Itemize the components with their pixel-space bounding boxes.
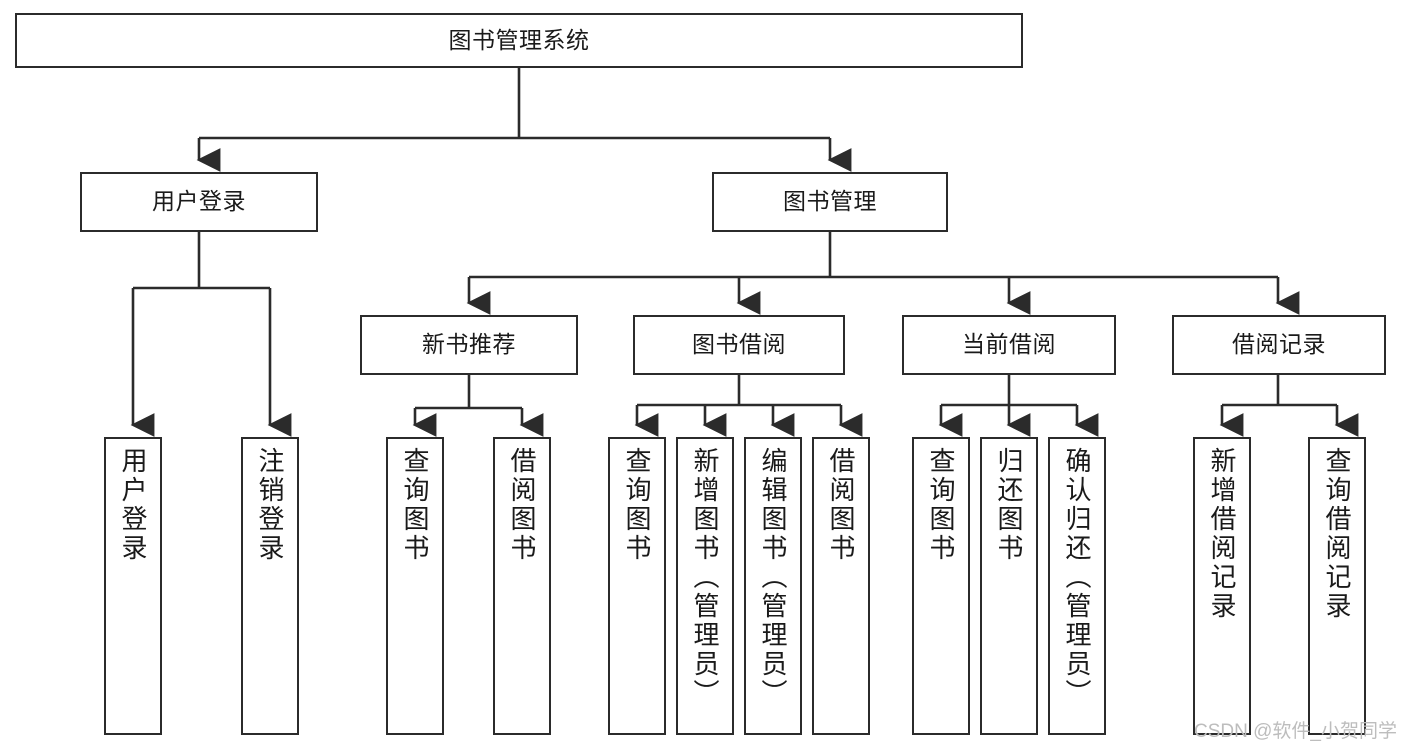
node-leaf-add-borrow-record[interactable]: 新增借阅记录 [1193,437,1251,735]
node-label: 新增借阅记录 [1207,447,1237,621]
node-label: 查询图书 [926,447,956,563]
node-leaf-user-login[interactable]: 用户登录 [104,437,162,735]
node-leaf-query-book-new[interactable]: 查询图书 [386,437,444,735]
node-leaf-query-book-current[interactable]: 查询图书 [912,437,970,735]
node-borrow-record[interactable]: 借阅记录 [1172,315,1386,375]
node-label: 用户登录 [118,447,148,563]
node-label: 归还图书 [994,447,1024,563]
node-leaf-edit-book-admin[interactable]: 编辑图书（管理员） [744,437,802,735]
csdn-watermark: CSDN @软件_小贺同学 [1194,721,1397,742]
node-leaf-add-book-admin[interactable]: 新增图书（管理员） [676,437,734,735]
node-label: 当前借阅 [962,331,1056,358]
node-label: 查询图书 [400,447,430,563]
node-book-borrow[interactable]: 图书借阅 [633,315,845,375]
node-leaf-query-borrow-record[interactable]: 查询借阅记录 [1308,437,1366,735]
node-current-borrow[interactable]: 当前借阅 [902,315,1116,375]
node-label: 查询图书 [622,447,652,563]
node-label: 用户登录 [152,188,246,215]
node-label: 借阅图书 [826,447,856,563]
node-label: 注销登录 [255,447,285,563]
node-label: 借阅图书 [507,447,537,563]
node-user-login[interactable]: 用户登录 [80,172,318,232]
node-label: 新增图书（管理员） [690,447,720,708]
node-leaf-borrow-book[interactable]: 借阅图书 [812,437,870,735]
node-leaf-confirm-return-admin[interactable]: 确认归还（管理员） [1048,437,1106,735]
node-label: 图书管理 [783,188,877,215]
node-label: 借阅记录 [1232,331,1326,358]
node-leaf-borrow-book-new[interactable]: 借阅图书 [493,437,551,735]
node-book-management[interactable]: 图书管理 [712,172,948,232]
node-root-system[interactable]: 图书管理系统 [15,13,1023,68]
node-label: 确认归还（管理员） [1062,447,1092,708]
node-label: 图书管理系统 [448,26,590,53]
node-label: 查询借阅记录 [1322,447,1352,621]
node-label: 图书借阅 [692,331,786,358]
node-leaf-query-book-borrow[interactable]: 查询图书 [608,437,666,735]
node-new-book-recommend[interactable]: 新书推荐 [360,315,578,375]
node-leaf-return-book[interactable]: 归还图书 [980,437,1038,735]
node-label: 编辑图书（管理员） [758,447,788,708]
node-leaf-logout[interactable]: 注销登录 [241,437,299,735]
node-label: 新书推荐 [422,331,516,358]
